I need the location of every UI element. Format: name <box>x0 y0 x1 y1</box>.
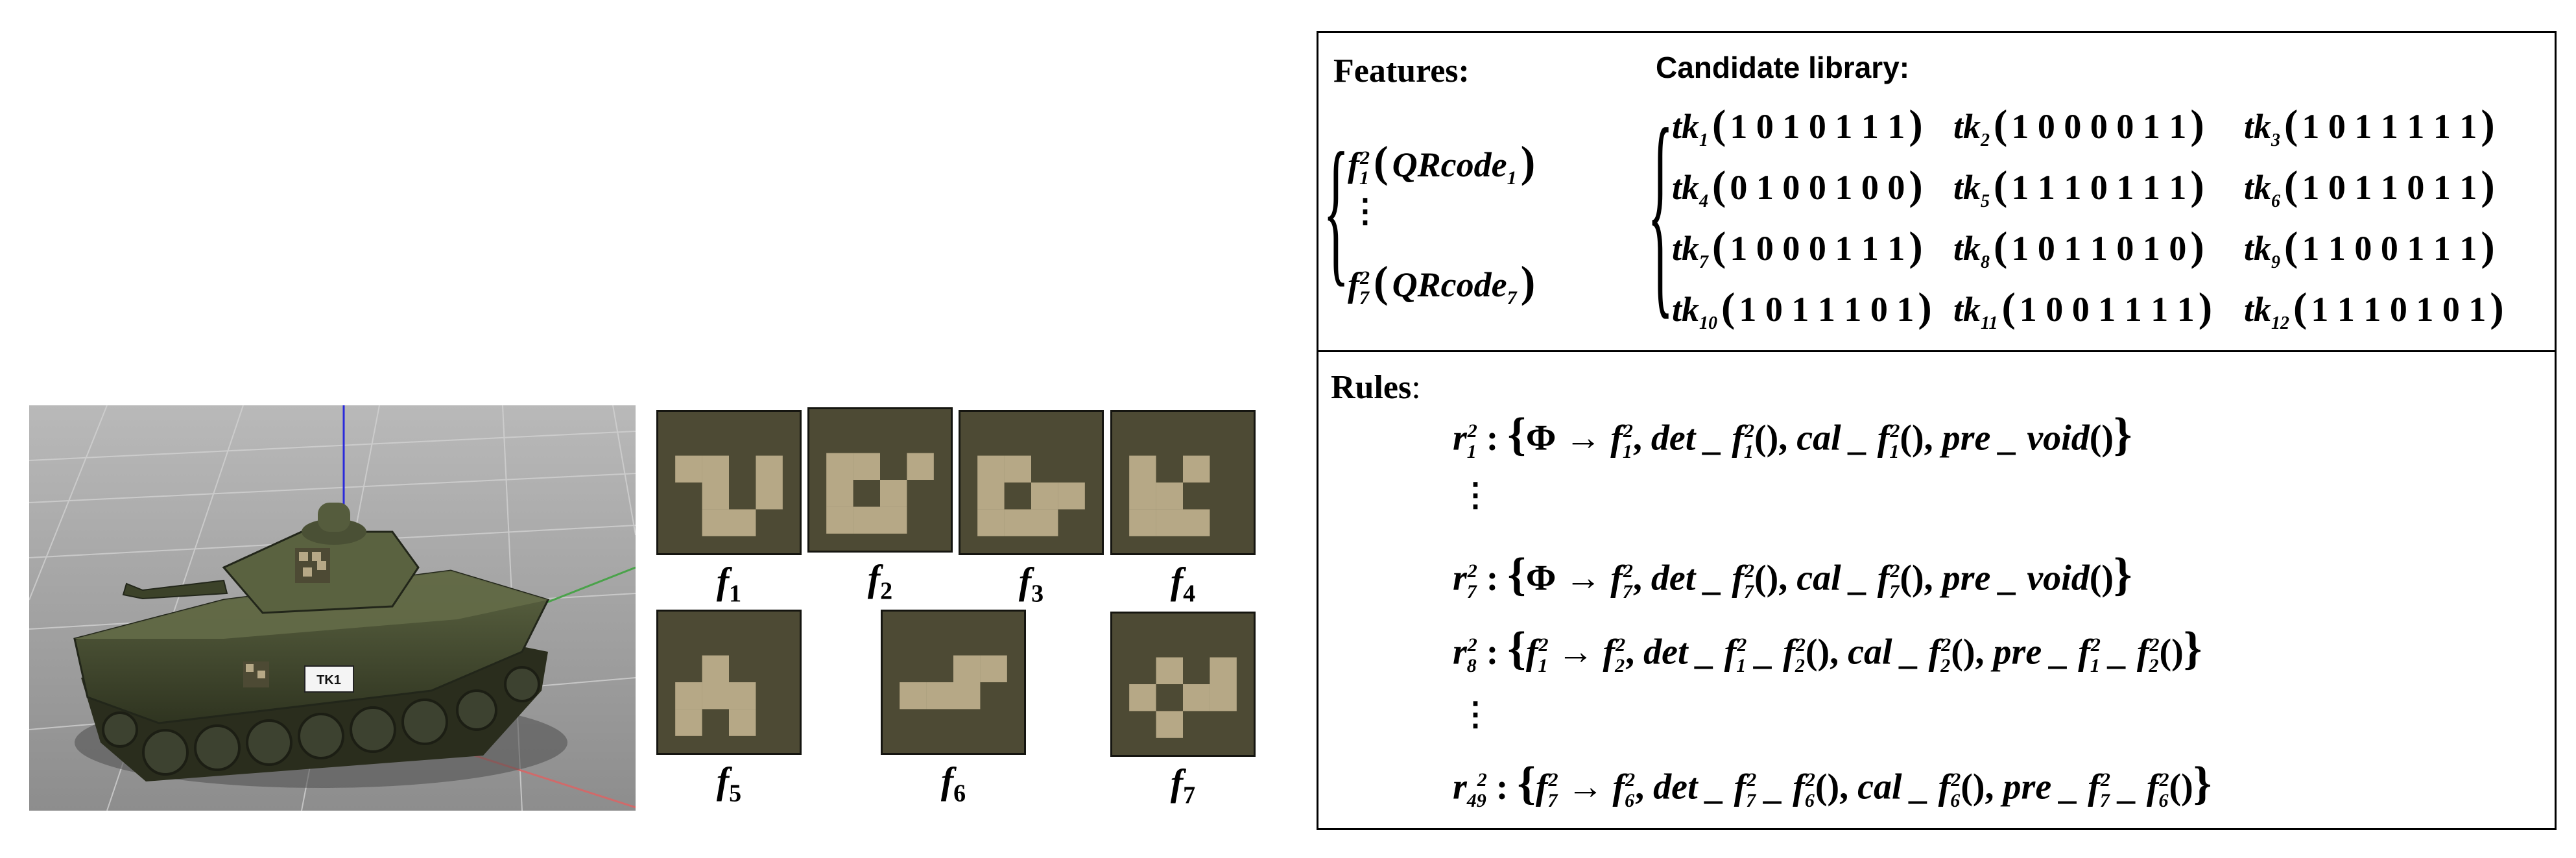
feature-tile-cell <box>1183 509 1210 536</box>
feature-label-f7: f7 <box>1170 761 1196 809</box>
feature-label-f4: f4 <box>1170 560 1196 608</box>
feature-tile-cell <box>1156 483 1183 510</box>
candidate-tk12: tk12(1 1 1 0 1 0 1) <box>2244 284 2504 333</box>
feature-tile-cell <box>1183 455 1210 483</box>
feature-tile-cell <box>977 509 1005 536</box>
feature-tile-cell <box>907 453 934 480</box>
feature-tile-cell <box>1031 483 1058 510</box>
feature-tile-cell <box>880 480 907 507</box>
feature-tile-cell <box>1156 711 1183 738</box>
candidate-tk4: tk4(0 1 0 0 1 0 0) <box>1672 162 1923 211</box>
candidate-tk1: tk1(1 0 1 0 1 1 1) <box>1672 101 1923 150</box>
feature-tile-cell <box>980 655 1007 682</box>
feature-tile-cell <box>1058 483 1085 510</box>
feature-tile-cell <box>729 709 756 736</box>
feature-tile-f2 <box>807 407 953 553</box>
rule-r7: r72 : {Φ → f72, det _ f72(), cal _ f72()… <box>1453 548 2132 602</box>
feature-tile-cell <box>1156 509 1183 536</box>
features-left-brace: { <box>1323 119 1350 300</box>
feature-tile-cell <box>926 682 953 709</box>
feature-tile-cell <box>826 506 853 534</box>
feature-tile-cell <box>729 682 756 709</box>
panel-divider <box>1317 350 2557 352</box>
rule-r1: r12 : {Φ → f12, det _ f12(), cal _ f12()… <box>1453 408 2132 462</box>
feature-label-f6: f6 <box>940 759 966 807</box>
grammar-panel <box>1317 31 2557 830</box>
feature-tile-cell <box>977 483 1005 510</box>
feature-tile-cell <box>953 682 981 709</box>
feature-tile-cell <box>1210 684 1237 711</box>
feature-tile-cell <box>756 483 783 510</box>
rule-r49: r492 : {f72 → f62, det _ f72 _ f62(), ca… <box>1453 757 2212 811</box>
candidates-left-brace: { <box>1647 82 1674 339</box>
feature-tile-cell <box>953 655 981 682</box>
feature-tile-cell <box>853 453 880 480</box>
feature-tile-cell <box>1129 509 1156 536</box>
feature-tile-cell <box>702 455 729 483</box>
feature-tile-f6 <box>881 610 1026 755</box>
feature-label-f3: f3 <box>1018 560 1044 608</box>
feature-item-1: f12(QRcode1) <box>1348 137 1536 189</box>
hull-qr-marker <box>243 661 269 687</box>
candidate-tk3: tk3(1 0 1 1 1 1 1) <box>2244 101 2495 150</box>
feature-tile-f7 <box>1110 612 1256 757</box>
feature-tile-cell <box>1183 684 1210 711</box>
feature-tile-f1 <box>656 410 802 555</box>
rules-ellipsis-2: ⋮ <box>1459 695 1492 733</box>
feature-tile-cell <box>977 455 1005 483</box>
feature-label-f2: f2 <box>867 557 893 605</box>
feature-tile-cell <box>702 483 729 510</box>
feature-tile-cell <box>729 509 756 536</box>
feature-tile-f4 <box>1110 410 1256 555</box>
feature-item-7: f72(QRcode7) <box>1348 257 1536 309</box>
tank-3d-scene: TK1 <box>29 405 636 811</box>
tank-gun <box>122 579 228 600</box>
feature-tile-cell <box>756 455 783 483</box>
feature-tile-cell <box>675 709 702 736</box>
tank-plate <box>304 665 354 693</box>
rule-r8: r82 : {f12 → f22, det _ f12 _ f22(), cal… <box>1453 622 2202 676</box>
feature-tile-cell <box>853 506 880 534</box>
feature-tile-cell <box>1210 657 1237 684</box>
candidate-tk7: tk7(1 0 0 0 1 1 1) <box>1672 223 1923 272</box>
candidate-tk2: tk2(1 0 0 0 0 1 1) <box>1953 101 2204 150</box>
rules-title: Rules: <box>1331 369 1421 406</box>
feature-tile-cell <box>1156 657 1183 684</box>
candidate-tk8: tk8(1 0 1 1 0 1 0) <box>1953 223 2204 272</box>
feature-label-f1: f1 <box>716 560 742 608</box>
feature-tile-cell <box>675 682 702 709</box>
feature-tile-cell <box>1004 509 1031 536</box>
feature-tile-cell <box>702 682 729 709</box>
candidate-tk9: tk9(1 1 0 0 1 1 1) <box>2244 223 2495 272</box>
feature-tile-cell <box>880 506 907 534</box>
candidate-tk10: tk10(1 0 1 1 1 0 1) <box>1672 284 1932 333</box>
turret-qr-marker <box>295 548 330 583</box>
tank-plate-text: TK1 <box>316 673 341 687</box>
rules-ellipsis-1: ⋮ <box>1459 475 1492 514</box>
feature-label-f5: f5 <box>716 759 742 807</box>
feature-tile-f5 <box>656 610 802 755</box>
feature-tile-cell <box>826 453 853 480</box>
candidate-tk6: tk6(1 0 1 1 0 1 1) <box>2244 162 2495 211</box>
candidate-tk5: tk5(1 1 1 0 1 1 1) <box>1953 162 2204 211</box>
features-title: Features: <box>1333 53 1470 89</box>
candidate-library-title: Candidate library: <box>1656 51 1910 84</box>
feature-tile-cell <box>900 682 927 709</box>
feature-tile-cell <box>1129 483 1156 510</box>
candidate-tk11: tk11(1 0 0 1 1 1 1) <box>1953 284 2213 333</box>
feature-tile-cell <box>702 655 729 682</box>
feature-tile-cell <box>1031 509 1058 536</box>
feature-tile-cell <box>1129 455 1156 483</box>
feature-tile-cell <box>1129 684 1156 711</box>
features-ellipsis: ⋮ <box>1349 191 1381 230</box>
feature-tile-cell <box>826 480 853 507</box>
feature-tile-f3 <box>959 410 1104 555</box>
feature-tile-cell <box>702 509 729 536</box>
feature-tile-cell <box>675 455 702 483</box>
feature-tile-cell <box>1004 455 1031 483</box>
